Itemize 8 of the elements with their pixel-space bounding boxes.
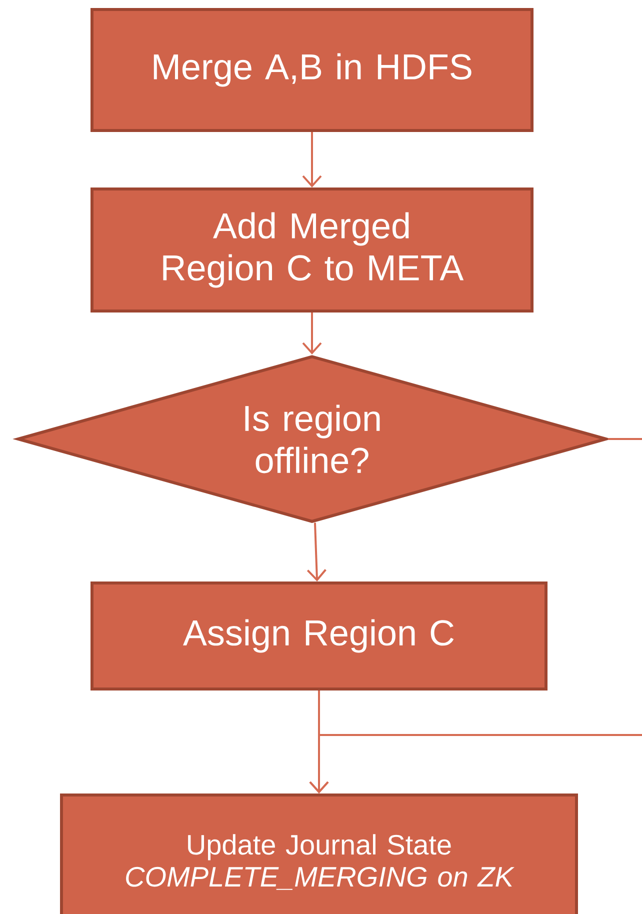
arrow (302, 312, 322, 354)
process-box: Assign Region C (90, 582, 548, 690)
arrow (302, 132, 322, 188)
arrow (309, 734, 642, 794)
process-box: Merge A,B in HDFS (90, 8, 534, 132)
process-box: Update Journal State COMPLETE_MERGING on ZK (60, 794, 578, 914)
process-box: Add Merged Region C to META (90, 188, 534, 312)
arrow (306, 522, 326, 582)
